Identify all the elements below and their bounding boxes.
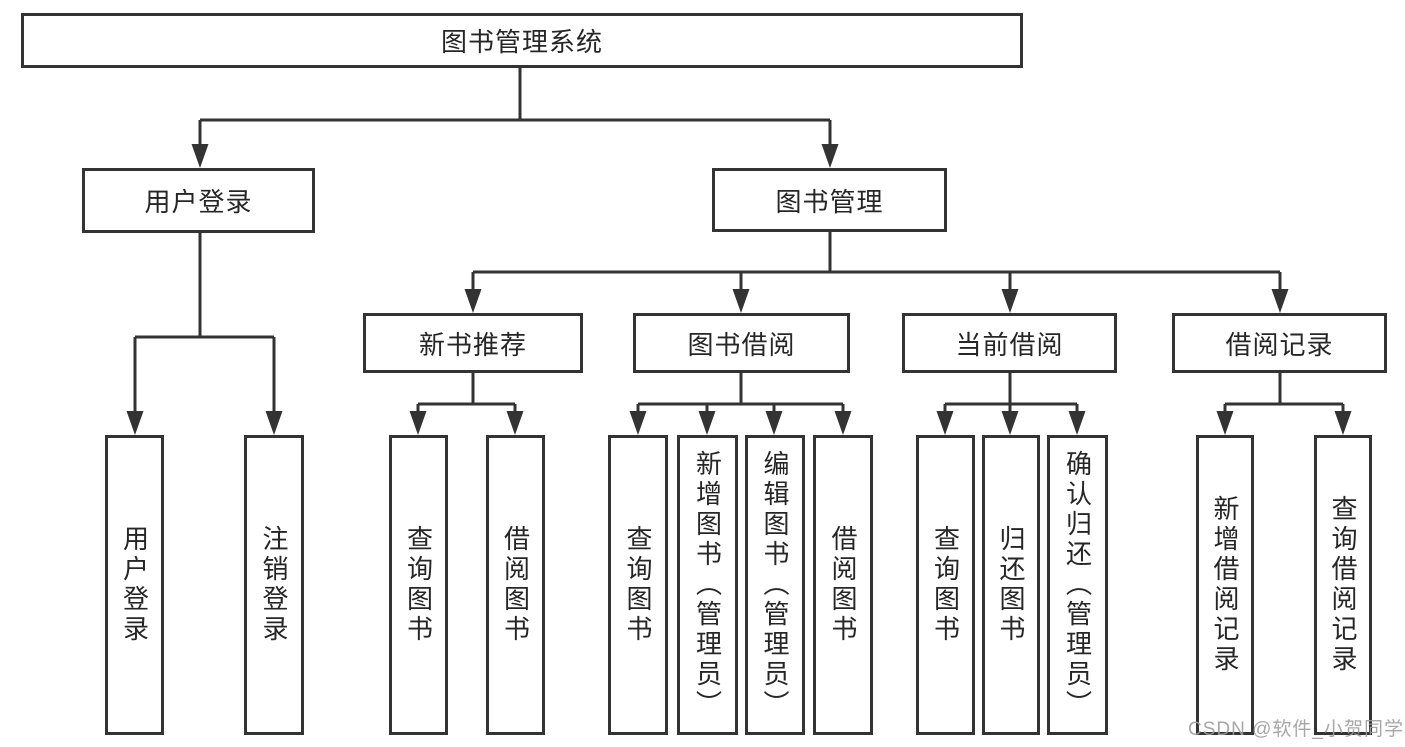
node-label: 用户登录 bbox=[144, 187, 253, 217]
node-book-borrow: 图书借阅 bbox=[633, 313, 850, 373]
node-label: 新增借阅记录 bbox=[1210, 495, 1240, 675]
node-label: 注销登录 bbox=[259, 525, 289, 645]
node-label: 查询借阅记录 bbox=[1328, 495, 1358, 675]
node-current-borrow: 当前借阅 bbox=[902, 313, 1117, 373]
node-system-root: 图书管理系统 bbox=[21, 13, 1023, 68]
leaf-query-books-3: 查询图书 bbox=[916, 435, 975, 735]
node-book-management: 图书管理 bbox=[712, 168, 947, 232]
arrowheads bbox=[126, 144, 1352, 435]
node-label: 新增图书（管理员） bbox=[692, 450, 723, 720]
node-label: 当前借阅 bbox=[955, 329, 1064, 360]
leaf-logout: 注销登录 bbox=[244, 435, 304, 735]
leaf-query-books-2: 查询图书 bbox=[608, 435, 668, 735]
node-label: 图书借阅 bbox=[687, 329, 796, 360]
leaf-borrow-books-1: 借阅图书 bbox=[486, 435, 545, 735]
leaf-add-borrow-record: 新增借阅记录 bbox=[1196, 435, 1254, 735]
node-label: 确认归还（管理员） bbox=[1062, 450, 1093, 720]
csdn-watermark: CSDN @软件_小贺同学 bbox=[1188, 719, 1404, 740]
node-label: 查询图书 bbox=[623, 525, 653, 645]
leaf-edit-books-admin: 编辑图书（管理员） bbox=[745, 435, 805, 735]
node-label: 查询图书 bbox=[403, 525, 434, 645]
node-label: 图书管理 bbox=[775, 186, 884, 217]
leaf-borrow-books-2: 借阅图书 bbox=[813, 435, 873, 735]
node-label: 图书管理系统 bbox=[440, 27, 603, 57]
node-label: 新书推荐 bbox=[418, 329, 527, 360]
leaf-return-books: 归还图书 bbox=[982, 435, 1040, 735]
leaf-query-books-1: 查询图书 bbox=[389, 435, 448, 735]
node-user-login: 用户登录 bbox=[82, 168, 315, 233]
node-new-book-recommend: 新书推荐 bbox=[363, 313, 583, 373]
leaf-user-login: 用户登录 bbox=[105, 435, 164, 735]
node-label: 借阅图书 bbox=[500, 525, 531, 645]
node-borrow-records: 借阅记录 bbox=[1172, 313, 1387, 373]
node-label: 编辑图书（管理员） bbox=[760, 450, 790, 720]
node-label: 借阅记录 bbox=[1225, 329, 1334, 360]
node-label: 借阅图书 bbox=[828, 525, 858, 645]
node-label: 用户登录 bbox=[119, 525, 150, 645]
leaf-query-borrow-record: 查询借阅记录 bbox=[1314, 435, 1372, 735]
node-label: 归还图书 bbox=[996, 525, 1026, 645]
leaf-add-books-admin: 新增图书（管理员） bbox=[677, 435, 738, 735]
leaf-confirm-return-admin: 确认归还（管理员） bbox=[1047, 435, 1108, 735]
node-label: 查询图书 bbox=[930, 525, 961, 645]
